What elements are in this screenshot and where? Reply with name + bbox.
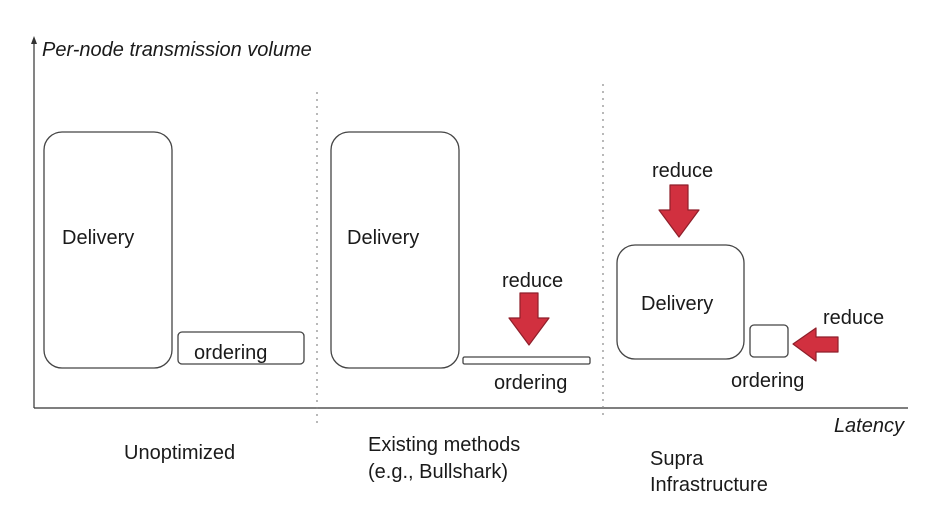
section-caption-line-1: Supra — [650, 448, 704, 470]
delivery-box — [43, 131, 173, 369]
delivery-box — [616, 244, 745, 360]
ordering-label: ordering — [731, 370, 804, 392]
ordering-label: ordering — [194, 342, 267, 364]
delivery-box — [330, 131, 460, 369]
section-supra-infrastructure: reduce Delivery ordering reduce Supra In… — [616, 160, 884, 496]
ordering-box — [462, 356, 591, 365]
reduce-down-arrow-icon — [508, 292, 550, 346]
section-caption-line-1: Existing methods — [368, 434, 520, 456]
section-caption-line-2: (e.g., Bullshark) — [368, 461, 508, 483]
reduce-delivery-label: reduce — [652, 160, 713, 182]
delivery-label: Delivery — [347, 227, 419, 249]
section-unoptimized: Delivery ordering Unoptimized — [43, 131, 305, 464]
section-existing-methods: Delivery ordering reduce Existing method… — [330, 131, 591, 483]
delivery-label: Delivery — [641, 293, 713, 315]
ordering-label: ordering — [494, 372, 567, 394]
y-axis-arrowhead-icon — [31, 36, 37, 44]
reduce-ordering-label: reduce — [823, 307, 884, 329]
axes: Per-node transmission volume Latency — [31, 36, 908, 437]
delivery-label: Delivery — [62, 227, 134, 249]
y-axis-title: Per-node transmission volume — [42, 39, 312, 61]
section-caption-line-1: Unoptimized — [124, 442, 235, 464]
reduce-label: reduce — [502, 270, 563, 292]
reduce-down-arrow-icon — [658, 184, 700, 238]
section-caption-line-2: Infrastructure — [650, 474, 768, 496]
reduce-left-arrow-icon — [792, 327, 839, 362]
ordering-box — [177, 331, 305, 365]
ordering-box — [749, 324, 789, 358]
x-axis-title: Latency — [834, 415, 905, 437]
